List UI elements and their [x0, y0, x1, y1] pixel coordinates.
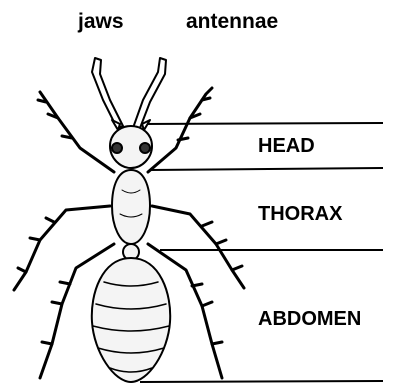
abdomen-leader-line — [140, 381, 383, 382]
abdomen-label: ABDOMEN — [258, 308, 361, 330]
thorax-label: THORAX — [258, 203, 343, 225]
head-label: HEAD — [258, 135, 315, 157]
head-leader-line — [140, 123, 383, 124]
head-lower-leader-line — [150, 168, 383, 170]
leader-lines — [140, 123, 383, 382]
jaws-label: jaws — [77, 10, 124, 33]
ant-eye-left — [112, 143, 122, 153]
ant-abdomen — [92, 258, 170, 382]
antennae — [92, 58, 166, 128]
antennae-label: antennae — [186, 10, 278, 33]
ant-illustration — [14, 58, 244, 382]
ant-thorax — [112, 170, 150, 244]
ant-eye-right — [140, 143, 150, 153]
